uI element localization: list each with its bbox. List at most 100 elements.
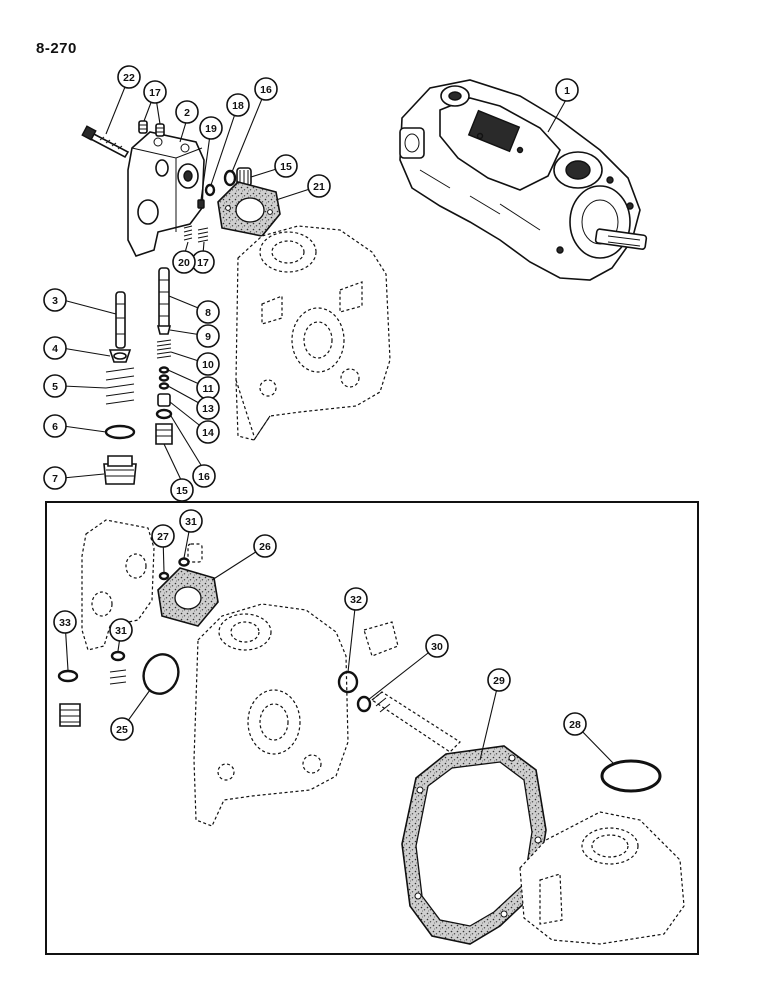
callout-number: 17	[149, 87, 161, 99]
callout-number: 22	[123, 72, 135, 84]
callout-18: 18	[226, 93, 250, 117]
callout-circle	[117, 65, 141, 89]
callout-16: 16	[192, 464, 216, 488]
callout-number: 8	[205, 307, 211, 319]
callout-number: 18	[232, 100, 244, 112]
callout-4: 4	[43, 336, 67, 360]
callout-circle	[53, 610, 77, 634]
callout-circle	[151, 524, 175, 548]
pump-assembly-illustration	[399, 79, 648, 281]
callout-8: 8	[196, 300, 220, 324]
callout-number: 15	[176, 485, 188, 497]
inset-shaft-illustration	[337, 621, 461, 753]
callout-number: 30	[431, 641, 443, 653]
callout-number: 17	[197, 257, 209, 269]
callout-circle	[110, 717, 134, 741]
callout-number: 7	[52, 473, 58, 485]
callout-circle	[425, 634, 449, 658]
callout-circle	[43, 374, 67, 398]
callout-31: 31	[109, 618, 133, 642]
callout-6: 6	[43, 414, 67, 438]
callout-circle	[179, 509, 203, 533]
callout-16: 16	[254, 77, 278, 101]
inset-pump-housing-ghost-illustration	[193, 603, 349, 827]
callout-number: 29	[493, 675, 505, 687]
callout-circle	[143, 80, 167, 104]
callout-number: 3	[52, 295, 58, 307]
callout-number: 31	[115, 625, 127, 637]
callout-number: 16	[198, 471, 210, 483]
callout-circle	[196, 324, 220, 348]
callout-19: 19	[199, 116, 223, 140]
callout-20: 20	[172, 250, 196, 274]
callout-13: 13	[196, 396, 220, 420]
callout-circle	[226, 93, 250, 117]
callout-circle	[196, 300, 220, 324]
callout-circle	[172, 250, 196, 274]
callout-17: 17	[143, 80, 167, 104]
callout-30: 30	[425, 634, 449, 658]
callout-number: 10	[202, 359, 214, 371]
inset-large-gasket-illustration	[401, 745, 547, 945]
callout-number: 28	[569, 719, 581, 731]
callout-number: 16	[260, 84, 272, 96]
callout-number: 4	[52, 343, 58, 355]
callout-circle	[192, 464, 216, 488]
callout-9: 9	[196, 324, 220, 348]
callout-10: 10	[196, 352, 220, 376]
flow-valve-stack-illustration	[103, 291, 137, 485]
callout-number: 21	[313, 181, 325, 193]
callout-number: 6	[52, 421, 58, 433]
callout-number: 5	[52, 381, 58, 393]
inset-spring-plug-illustration	[59, 669, 127, 727]
relief-valve-stack-illustration	[155, 267, 173, 445]
callout-15: 15	[170, 478, 194, 502]
callout-number: 19	[205, 123, 217, 135]
valve-body-illustration	[127, 131, 205, 257]
callout-number: 11	[202, 383, 213, 395]
gasket-illustration	[217, 181, 281, 237]
callout-number: 14	[202, 427, 214, 439]
callout-25: 25	[110, 717, 134, 741]
callout-3: 3	[43, 288, 67, 312]
callout-2: 2	[175, 100, 199, 124]
callout-circle	[109, 618, 133, 642]
callout-22: 22	[117, 65, 141, 89]
inset-large-oring-illustration	[600, 759, 662, 793]
callout-circle	[43, 466, 67, 490]
callout-circle	[274, 154, 298, 178]
inset-end-housing-ghost-illustration	[519, 811, 685, 945]
bolt-illustration	[81, 125, 130, 159]
callout-circle	[563, 712, 587, 736]
callout-circle	[43, 336, 67, 360]
callout-26: 26	[253, 534, 277, 558]
callout-circle	[555, 78, 579, 102]
callout-1: 1	[555, 78, 579, 102]
callout-circle	[196, 396, 220, 420]
callout-circle	[196, 352, 220, 376]
callout-number: 13	[202, 403, 214, 415]
callout-circle	[254, 77, 278, 101]
callout-number: 27	[157, 531, 169, 543]
callout-number: 33	[59, 617, 71, 629]
callout-circle	[199, 116, 223, 140]
callout-number: 9	[205, 331, 211, 343]
callout-15: 15	[274, 154, 298, 178]
small-springs-illustration	[183, 225, 209, 243]
pump-housing-ghost-illustration	[235, 225, 391, 441]
callout-circle	[196, 420, 220, 444]
callout-21: 21	[307, 174, 331, 198]
inset-gasket-illustration	[157, 567, 219, 627]
callout-number: 31	[185, 516, 197, 528]
callout-11: 11	[196, 376, 220, 400]
callout-number: 32	[350, 594, 362, 606]
callout-27: 27	[151, 524, 175, 548]
callout-number: 20	[178, 257, 190, 269]
callout-circle	[43, 414, 67, 438]
callout-number: 1	[564, 85, 570, 97]
callout-7: 7	[43, 466, 67, 490]
small-seal-parts-illustration	[197, 167, 252, 209]
callout-circle	[253, 534, 277, 558]
callout-31: 31	[179, 509, 203, 533]
